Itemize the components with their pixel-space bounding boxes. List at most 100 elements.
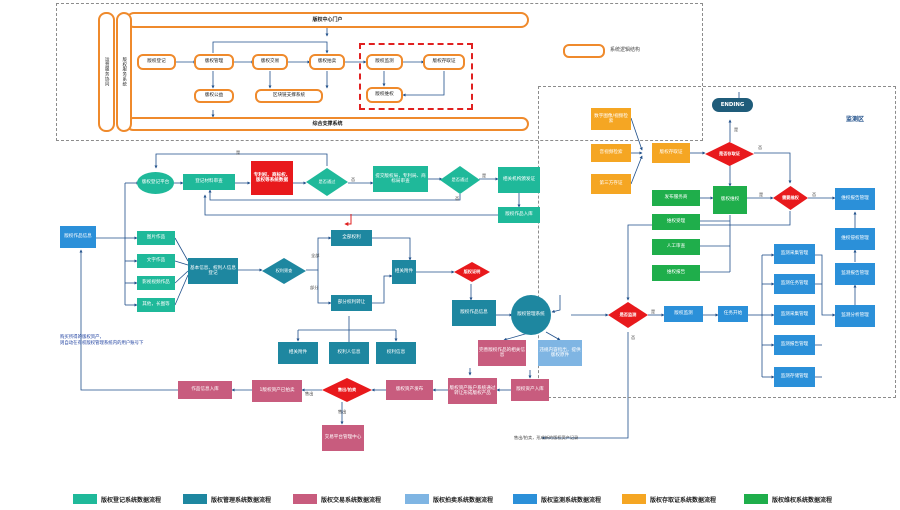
legend-swatch-auction: [405, 494, 429, 504]
legend-auction: 版权拍卖系统数据流程: [405, 493, 493, 505]
legend-label-registration: 版权登记系统数据流程: [101, 496, 162, 504]
works-sale-storage: 作品信息入库: [178, 381, 232, 399]
arch-public: 版权公益: [194, 89, 234, 103]
label-all: 全部: [311, 253, 320, 258]
rights-claim: 版权维权: [713, 186, 747, 214]
sold-or-auction: 售出/拍卖: [322, 378, 372, 402]
copyright-monitoring: 版权监测: [664, 306, 703, 322]
legend-swatch-management: [183, 494, 207, 504]
label-part: 部分: [310, 285, 319, 290]
note-line-1: 购买所得的版权资产，: [60, 335, 104, 340]
material-review: 登记材料审查: [183, 174, 235, 190]
evidence-storage: 版权存取证: [652, 143, 690, 163]
legend-swatch-evidence: [622, 494, 646, 504]
category-text: 文字作品: [137, 254, 175, 268]
category-other: 其他，长图等: [137, 298, 175, 312]
monitor-report-mgmt: 监测报告管理: [774, 335, 815, 355]
management-system: 版权管理系统: [511, 295, 551, 335]
label-monitor-yes: 是: [651, 309, 656, 314]
legend-label-trade: 版权交易系统数据流程: [321, 496, 382, 504]
source-image-video: 数字图像/视频检索: [591, 108, 631, 130]
category-image: 图片作品: [137, 231, 175, 245]
legend-swatch-trade: [293, 494, 317, 504]
arch-management: 版权管理: [194, 54, 234, 70]
submit-authority-review: 提交版权局，专利局、商标局审查: [373, 166, 428, 192]
legend-evidence: 版权存取证系统数据流程: [622, 493, 716, 505]
label-evidence-yes: 是: [734, 127, 739, 132]
trade-platform-center: 交易平台管理中心: [322, 425, 364, 451]
monitor-task-mgmt: 监测任务管理: [774, 274, 815, 294]
legend-swatch-monitor: [513, 494, 537, 504]
label-rights-no: 否: [812, 192, 817, 197]
source-third-party: 第三方存证: [591, 174, 631, 194]
legend-label-monitor: 版权监测系统数据流程: [541, 496, 602, 504]
ip-systems-data: 专利权、商标权、版权等系统数据: [251, 161, 293, 195]
basic-info-registration: 基本信息、权利人信息登记: [188, 258, 238, 284]
arch-registration: 版权登记: [137, 54, 176, 70]
works-storage: 版权作品入库: [498, 207, 540, 223]
label-sold-branch: 售出: [338, 409, 347, 414]
asset-account-system: 版权资产账户系统通过转让形成版权产品: [448, 378, 497, 404]
label-no-2: 否: [455, 196, 460, 201]
asset-release: 版权资产发布: [386, 380, 433, 400]
legend-architecture-label: 系统逻辑结构: [610, 47, 641, 53]
category-video: 影视视频作品: [137, 276, 175, 290]
auction-notice: 违规内容指出，提供版权原件: [538, 340, 582, 366]
label-rights-yes: 是: [759, 192, 764, 197]
legend-label-auction: 版权拍卖系统数据流程: [433, 496, 494, 504]
asset-storage: 版权资产入库: [511, 379, 549, 401]
complete-works-info: 完善版权作品的相关信息: [478, 340, 526, 366]
arch-trade: 版权交易: [252, 54, 288, 70]
support-bar: 综合支撑系统: [126, 117, 529, 131]
rights-report-mgmt: 维权报告管理: [835, 188, 875, 210]
monitor-report-mgmt-2: 监测报告管理: [835, 263, 875, 285]
monitor-storage-mgmt: 监测存储管理: [774, 367, 815, 387]
label-sold-auction-record: 售出/拍卖，形成新的版权资产记录: [514, 435, 579, 440]
arch-auction: 版权拍卖: [309, 54, 345, 70]
legend-label-evidence: 版权存取证系统数据流程: [650, 496, 717, 504]
works-info-source: 版权作品信息: [60, 226, 96, 248]
rights-proof-check: 版权证明: [454, 262, 490, 282]
monitor-collection-1: 监测采集管理: [774, 244, 815, 264]
note-line-2: 则自动在有权版权管理系统内的用户账号下: [60, 340, 144, 346]
label-sold-out: 售出: [305, 391, 314, 396]
portal-bar: 版权中心门户: [126, 12, 529, 28]
partial-rights-transfer: 部分权利转让: [331, 295, 372, 311]
related-ops-attachments: 相关附件: [392, 260, 416, 284]
all-rights: 全部权利: [331, 230, 372, 246]
legend-registration: 版权登记系统数据流程: [73, 493, 161, 505]
legend-label-rights: 版权维权系统数据流程: [772, 496, 833, 504]
highlight-zone: [359, 43, 473, 110]
authority-certificate: 相关机构颁发证: [498, 167, 540, 193]
rights-holder-info: 权利人信息: [329, 342, 369, 364]
rights-screening: 权利筛查: [262, 258, 306, 284]
pass-check-2: 是否通过: [440, 166, 480, 194]
rights-works-info: 版权作品信息: [452, 300, 496, 326]
service-provider: 发布服务商: [652, 190, 700, 206]
legend-label-management: 版权管理系统数据流程: [211, 496, 272, 504]
rights-report: 维权报告: [652, 265, 700, 281]
legend-architecture-swatch: [563, 44, 605, 58]
arch-evidence: 版权存取证: [423, 54, 465, 70]
task-start: 任务开始: [718, 306, 748, 322]
manual-review: 人工审查: [652, 239, 700, 255]
ending-node: ENDING: [712, 98, 753, 112]
architecture-zone: [56, 3, 703, 141]
auction-sold-asset: 1版权资产已拍卖: [252, 380, 302, 402]
legend-swatch-registration: [73, 494, 97, 504]
label-no-1: 否: [351, 177, 356, 182]
label-yes-1: 是: [236, 150, 241, 155]
pass-check-1: 是否通过: [306, 168, 348, 196]
legend-swatch-rights: [744, 494, 768, 504]
monitor-analysis-mgmt: 监测分析管理: [835, 305, 875, 327]
rights-info: 权利信息: [376, 342, 416, 364]
rights-infringe-mgmt: 维权侵权管理: [835, 228, 875, 250]
monitor-zone-title: 监测区: [846, 116, 865, 123]
monitor-collection-2: 监测采集管理: [774, 305, 815, 325]
registration-platform: 版权登记平台: [137, 172, 174, 194]
arch-monitor: 版权监测: [366, 54, 403, 70]
ops-service-bar: 运营服务协同: [98, 12, 115, 132]
arch-rights: 版权维权: [366, 87, 403, 103]
legend-rights: 版权维权系统数据流程: [744, 493, 832, 505]
